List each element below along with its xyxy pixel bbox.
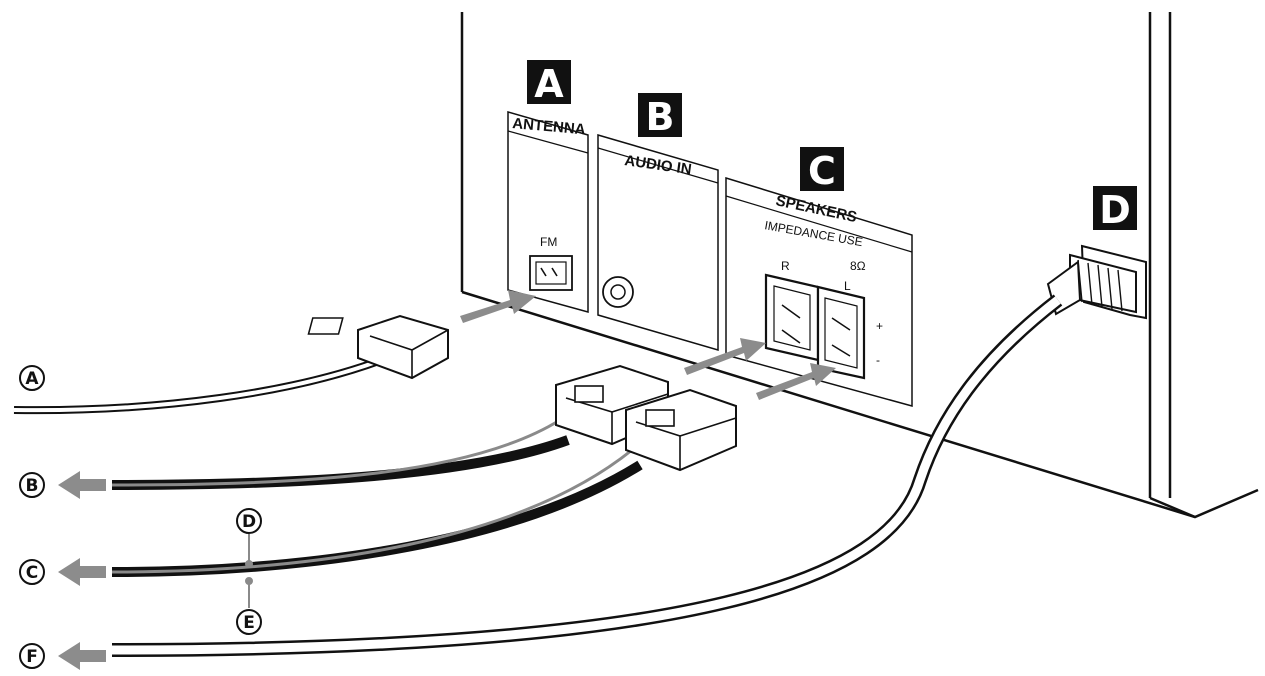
callout-b: B — [19, 472, 45, 498]
box-label-d: D — [1093, 186, 1137, 232]
minus-label: - — [876, 353, 880, 367]
left-channel-label: L — [844, 279, 851, 293]
arrow-to-fm-jack — [460, 290, 536, 323]
box-label-b: B — [638, 93, 682, 139]
svg-text:B: B — [26, 476, 39, 496]
svg-text:E: E — [243, 613, 255, 633]
audio-in-panel: AUDIO IN — [597, 134, 719, 351]
svg-text:A: A — [25, 369, 39, 389]
insertion-arrows — [58, 290, 836, 670]
svg-text:D: D — [1099, 188, 1131, 232]
box-label-c: C — [800, 147, 844, 193]
fm-antenna-jack[interactable] — [529, 255, 573, 291]
ac-power-cord — [111, 294, 1063, 657]
svg-text:B: B — [646, 95, 675, 139]
svg-text:D: D — [242, 512, 256, 532]
arrow-callout-f — [58, 642, 106, 670]
right-channel-label: R — [781, 259, 790, 273]
svg-text:C: C — [808, 149, 836, 193]
audio-in-label: AUDIO IN — [623, 152, 692, 178]
speaker-cord-left — [111, 436, 649, 577]
callout-c: C — [19, 559, 45, 585]
antenna-panel: ANTENNA FM — [507, 111, 589, 313]
callout-f: F — [19, 643, 45, 669]
speaker-terminal-r[interactable] — [764, 273, 820, 362]
speaker-terminal-l[interactable] — [816, 285, 866, 380]
svg-text:A: A — [534, 62, 564, 106]
callout-a: A — [19, 365, 45, 391]
arrow-to-terminal-r — [684, 338, 766, 375]
arrow-to-terminal-l — [756, 363, 836, 400]
arrow-callout-c — [58, 558, 106, 586]
wire-leaders — [245, 534, 253, 608]
audio-in-jack[interactable] — [602, 276, 634, 308]
ac-power-plug[interactable] — [1046, 244, 1147, 320]
callout-d: D — [236, 508, 262, 534]
speaker-cord-right — [111, 406, 581, 490]
callout-e: E — [236, 609, 262, 635]
ohms-label: 8Ω — [850, 259, 866, 273]
plus-label: + — [876, 319, 883, 333]
fm-label: FM — [540, 235, 557, 249]
fm-antenna-wire — [13, 348, 404, 415]
svg-text:C: C — [26, 563, 38, 583]
antenna-label: ANTENNA — [512, 115, 587, 138]
box-label-a: A — [527, 60, 571, 106]
fm-antenna-plug — [307, 314, 449, 380]
arrow-callout-b — [58, 471, 106, 499]
svg-text:F: F — [26, 647, 38, 667]
speaker-plug-left — [625, 388, 737, 472]
